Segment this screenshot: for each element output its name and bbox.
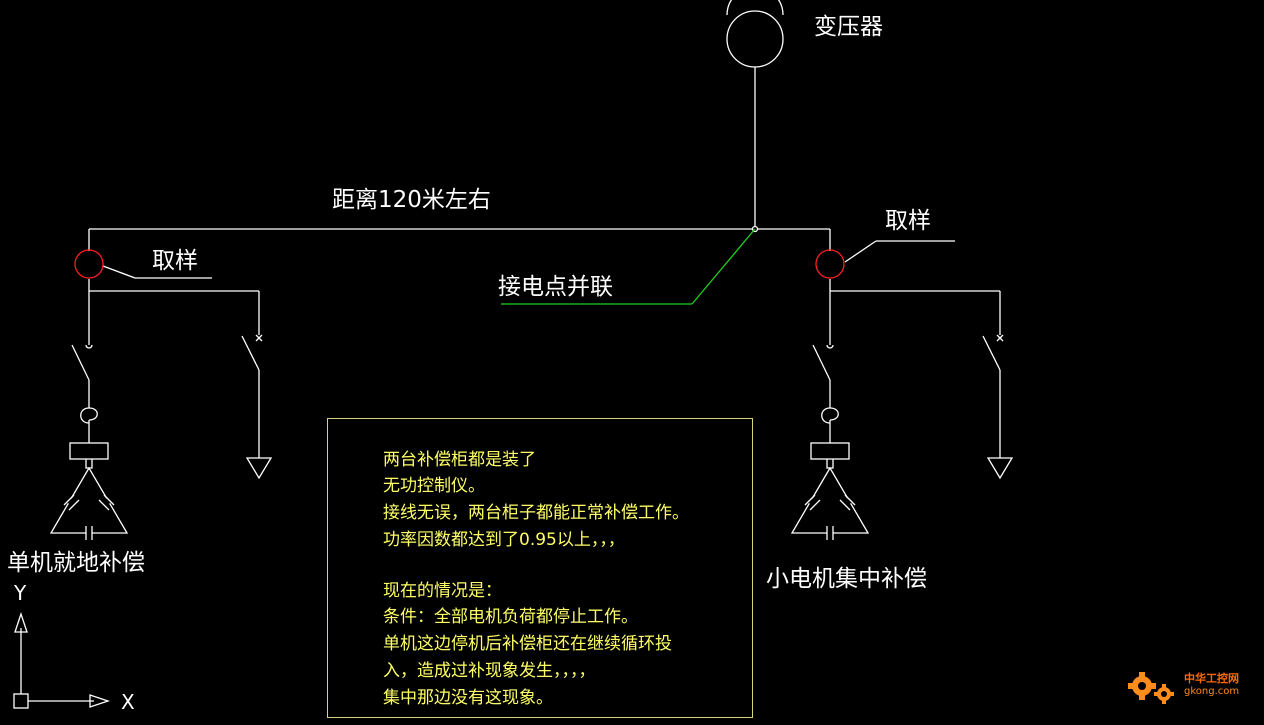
- ucs-axis-icon: [13, 611, 111, 709]
- sample-circle-right: [815, 249, 845, 279]
- sample-left-leader: [102, 265, 136, 279]
- y-axis-label: Y: [14, 581, 27, 605]
- junction-leader: [501, 228, 756, 305]
- watermark-name: 中华工控网: [1184, 672, 1239, 685]
- distance-label: 距离120米左右: [332, 187, 491, 213]
- note-line: 无功控制仪。: [383, 476, 485, 496]
- gear-icon: [1128, 672, 1174, 704]
- x-axis-label: X: [121, 690, 135, 714]
- watermark-url: gkong.com: [1184, 686, 1240, 697]
- right-comp-label: 小电机集中补偿: [766, 566, 927, 592]
- left-comp-label: 单机就地补偿: [7, 550, 145, 576]
- junction-label: 接电点并联: [498, 274, 613, 300]
- right-branch: [790, 229, 1014, 534]
- sample-label-right: 取样: [885, 208, 931, 234]
- note-line: 集中那边没有这现象。: [383, 688, 553, 708]
- sample-circle-left: [74, 249, 104, 279]
- note-line: 单机这边停机后补偿柜还在继续循环投: [383, 634, 672, 654]
- left-branch: [49, 229, 273, 534]
- note-line: 入，造成过补现象发生，，，，: [383, 661, 596, 681]
- note-line: 接线无误，两台柜子都能正常补偿工作。: [383, 503, 689, 523]
- transformer-label: 变压器: [814, 14, 883, 40]
- sample-right-leader: [844, 240, 877, 263]
- sample-label-left: 取样: [152, 248, 198, 274]
- note-line: 现在的情况是：: [383, 581, 502, 601]
- watermark-logo: 中华工控网 gkong.com: [1124, 664, 1254, 706]
- note-line: 条件：全部电机负荷都停止工作。: [383, 607, 638, 627]
- note-line: 功率因数都达到了0.95以上，，，: [383, 530, 625, 550]
- transformer-symbol: [726, 0, 784, 68]
- note-box: 两台补偿柜都是装了 无功控制仪。 接线无误，两台柜子都能正常补偿工作。 功率因数…: [327, 418, 753, 718]
- note-line: 两台补偿柜都是装了: [383, 450, 536, 470]
